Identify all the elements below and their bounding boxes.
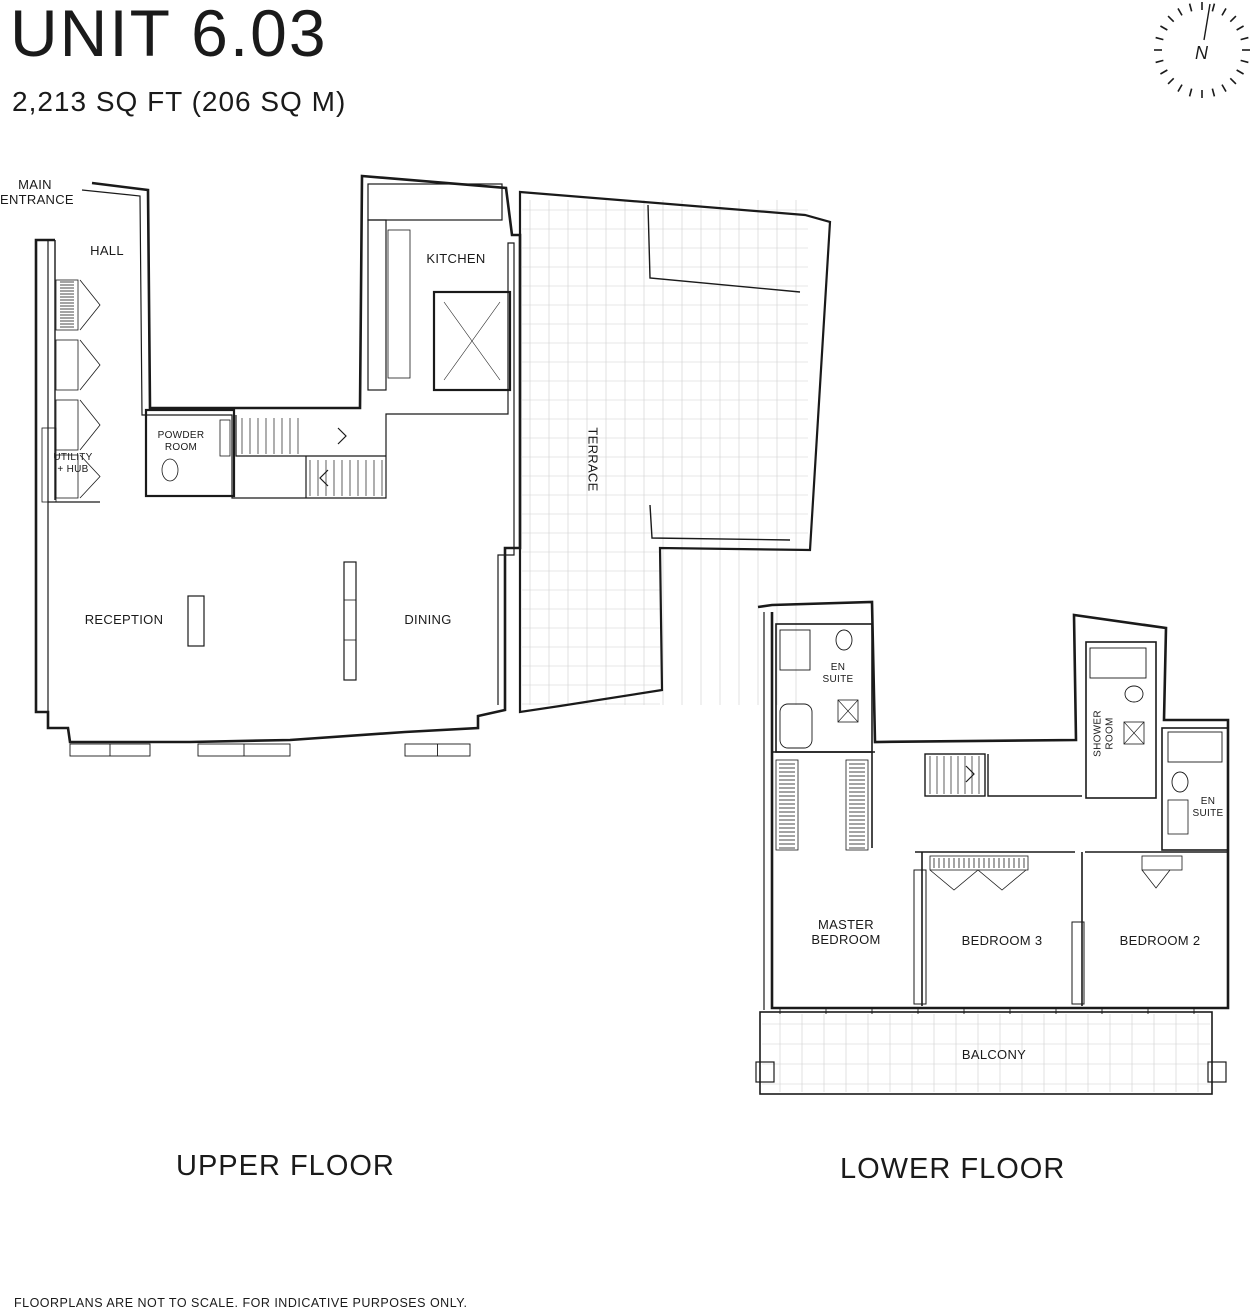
compass-north-label: N <box>1195 43 1209 63</box>
label-main-entrance: MAIN ENTRANCE <box>0 177 74 207</box>
label-utility: UTILITY + HUB <box>53 452 93 475</box>
label-balcony: BALCONY <box>961 1047 1027 1062</box>
lower-stair <box>929 756 980 794</box>
unit-area: 2,213 SQ FT (206 SQ M) <box>12 86 347 117</box>
label-powder-room: POWDER ROOM <box>157 430 205 453</box>
compass-icon: N <box>1154 2 1250 98</box>
label-en-suite-master: EN SUITE <box>822 662 854 685</box>
label-bedroom-2: BEDROOM 2 <box>1119 933 1201 948</box>
lower-floor-plan <box>755 600 1230 1095</box>
hall-wardrobes <box>55 279 101 499</box>
bedroom-wardrobes <box>929 855 1183 891</box>
unit-title: UNIT 6.03 <box>10 0 328 70</box>
upper-floor-plan <box>34 174 832 757</box>
label-kitchen: KITCHEN <box>426 251 486 266</box>
label-hall: HALL <box>90 243 124 258</box>
label-master-bedroom: MASTER BEDROOM <box>811 917 881 947</box>
balcony-grid <box>762 1014 1210 1092</box>
label-en-suite-2: EN SUITE <box>1192 796 1224 819</box>
label-dining: DINING <box>404 612 452 627</box>
label-terrace: TERRACE <box>585 427 601 492</box>
master-wardrobes <box>775 759 869 851</box>
disclaimer: FLOORPLANS ARE NOT TO SCALE. FOR INDICAT… <box>14 1296 468 1310</box>
upper-stair <box>241 418 383 496</box>
upper-windows <box>69 743 471 757</box>
terrace-grid <box>522 200 808 705</box>
label-bedroom-3: BEDROOM 3 <box>961 933 1043 948</box>
lower-floor-label: LOWER FLOOR <box>840 1153 1066 1185</box>
label-shower-room: SHOWER ROOM <box>1092 710 1116 757</box>
upper-floor-label: UPPER FLOOR <box>176 1150 395 1182</box>
label-reception: RECEPTION <box>84 612 164 627</box>
lower-windows <box>779 1008 1195 1014</box>
